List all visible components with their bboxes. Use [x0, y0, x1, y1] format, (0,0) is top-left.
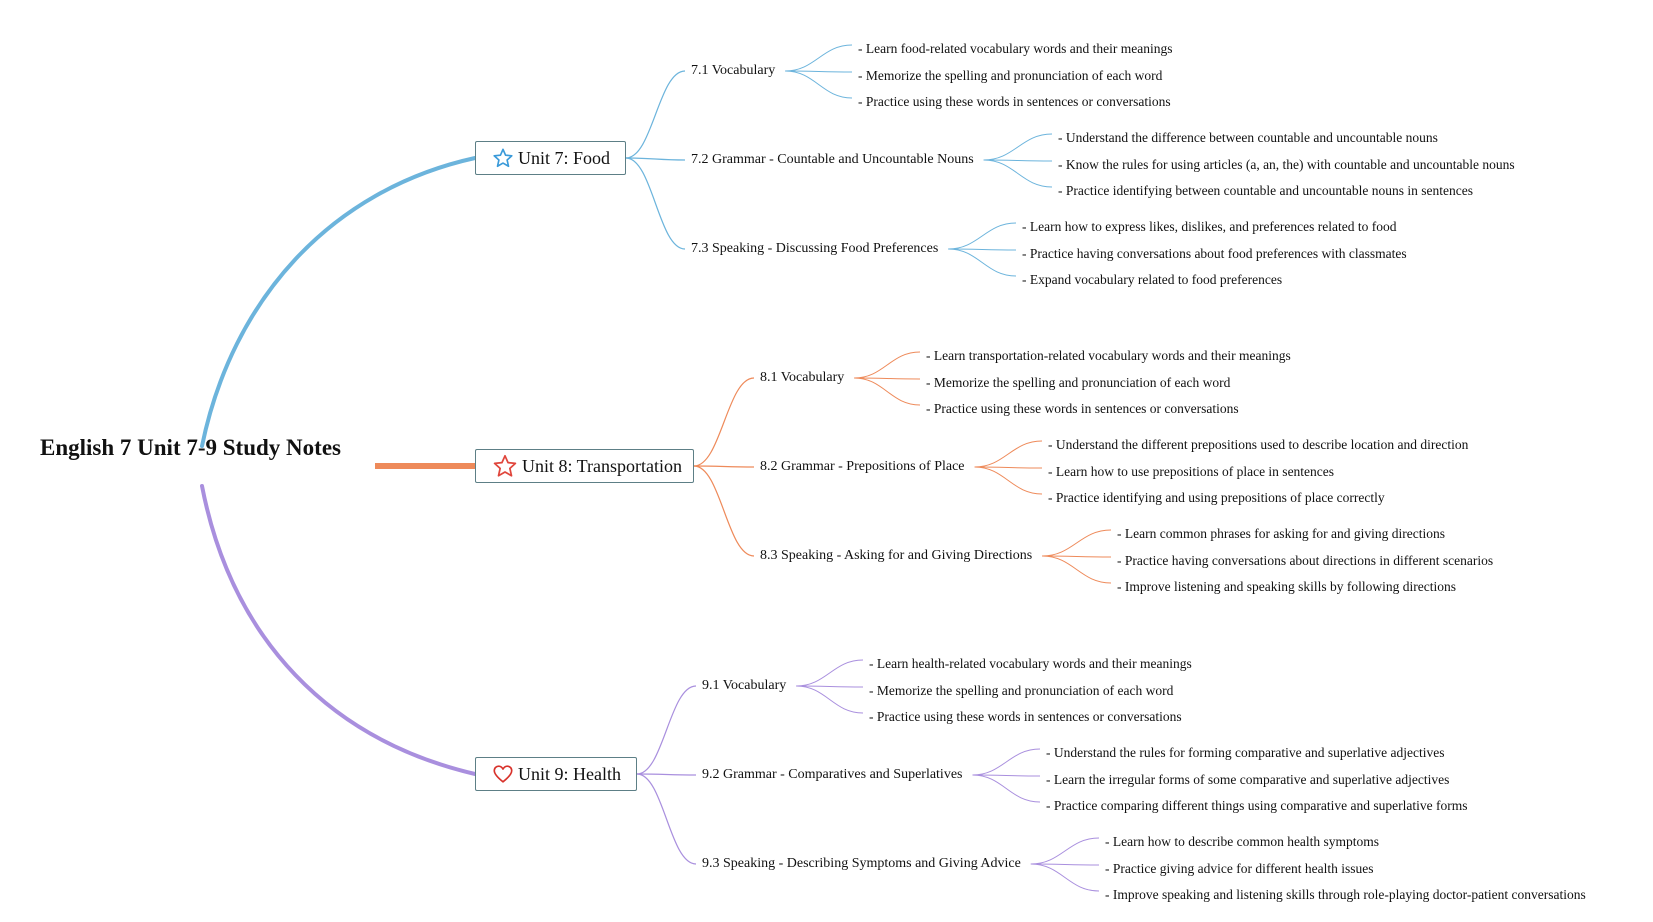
branch-topic7-2-point3	[983, 159, 1053, 188]
branch-topic8-3-point3	[1042, 555, 1112, 584]
branch-topic8-3-point2	[1042, 555, 1112, 558]
unit-8-node[interactable]: Unit 8: Transportation	[475, 449, 694, 483]
point-7-2-2: - Know the rules for using articles (a, …	[1058, 157, 1515, 172]
branch-unit7-topic1	[625, 70, 686, 159]
branch-lines	[625, 44, 1112, 892]
branch-topic8-2-point3	[974, 466, 1043, 495]
branch-topic7-2-point1	[983, 133, 1053, 161]
point-8-1-1: - Learn transportation-related vocabular…	[926, 348, 1291, 363]
unit-9-label: Unit 9: Health	[518, 763, 621, 784]
branch-topic9-2-point2	[972, 774, 1041, 777]
branch-topic7-3-point1	[948, 222, 1017, 250]
point-9-2-2: - Learn the irregular forms of some comp…	[1046, 772, 1450, 787]
point-9-3-3: - Improve speaking and listening skills …	[1105, 887, 1586, 902]
branch-topic7-1-point1	[785, 44, 853, 72]
branch-unit7-topic2	[625, 157, 686, 161]
branch-topic7-3-point3	[948, 248, 1017, 277]
topic-8-3[interactable]: 8.3 Speaking - Asking for and Giving Dir…	[760, 548, 1033, 563]
topic-9-1[interactable]: 9.1 Vocabulary	[702, 678, 787, 693]
branch-unit9-topic2	[636, 773, 697, 776]
unit-9-node[interactable]: Unit 9: Health	[475, 757, 637, 791]
branch-topic7-1-point3	[785, 70, 853, 99]
branch-topic7-1-point2	[785, 70, 853, 73]
point-7-2-1: - Understand the difference between coun…	[1058, 130, 1438, 145]
point-9-2-1: - Understand the rules for forming compa…	[1046, 745, 1445, 760]
point-7-2-3: - Practice identifying between countable…	[1058, 183, 1473, 198]
topic-7-1[interactable]: 7.1 Vocabulary	[691, 63, 776, 78]
root-connector-unit9	[200, 484, 477, 776]
point-9-1-2: - Memorize the spelling and pronunciatio…	[869, 683, 1174, 698]
unit-7-label: Unit 7: Food	[518, 147, 611, 168]
unit-7-node[interactable]: Unit 7: Food	[475, 141, 626, 175]
point-7-3-1: - Learn how to express likes, dislikes, …	[1022, 219, 1397, 234]
branch-topic8-3-point1	[1042, 529, 1112, 557]
branch-topic7-2-point2	[983, 159, 1053, 162]
topic-7-2[interactable]: 7.2 Grammar - Countable and Uncountable …	[691, 152, 974, 167]
mindmap-root-title: English 7 Unit 7-9 Study Notes	[40, 435, 341, 460]
branch-topic8-1-point1	[854, 351, 921, 379]
point-8-3-1: - Learn common phrases for asking for an…	[1117, 526, 1446, 541]
point-9-1-3: - Practice using these words in sentence…	[869, 709, 1182, 724]
point-8-2-1: - Understand the different prepositions …	[1048, 437, 1469, 452]
point-9-3-2: - Practice giving advice for different h…	[1105, 861, 1374, 876]
topic-8-1[interactable]: 8.1 Vocabulary	[760, 370, 845, 385]
point-8-1-3: - Practice using these words in sentence…	[926, 401, 1239, 416]
branch-topic9-3-point1	[1030, 837, 1100, 865]
topic-9-3[interactable]: 9.3 Speaking - Describing Symptoms and G…	[702, 856, 1021, 871]
branch-topic9-3-point2	[1030, 863, 1100, 866]
branch-unit8-topic2	[693, 465, 755, 468]
branch-topic8-2-point1	[974, 440, 1043, 468]
point-8-3-2: - Practice having conversations about di…	[1117, 553, 1494, 568]
branch-unit8-topic1	[693, 377, 755, 467]
point-9-3-1: - Learn how to describe common health sy…	[1105, 834, 1380, 849]
branch-topic9-2-point3	[972, 774, 1041, 803]
point-8-3-3: - Improve listening and speaking skills …	[1117, 579, 1456, 594]
branch-topic9-1-point2	[796, 685, 864, 688]
point-8-1-2: - Memorize the spelling and pronunciatio…	[926, 375, 1231, 390]
branch-topic8-2-point2	[974, 466, 1043, 469]
heart-outline-icon	[493, 765, 513, 783]
point-9-2-3: - Practice comparing different things us…	[1046, 798, 1468, 813]
star-outline-icon	[493, 454, 517, 477]
branch-unit8-topic3	[693, 465, 755, 557]
topic-7-3[interactable]: 7.3 Speaking - Discussing Food Preferenc…	[691, 241, 939, 256]
point-7-3-3: - Expand vocabulary related to food pref…	[1022, 272, 1283, 287]
branch-topic8-1-point2	[854, 377, 921, 380]
branch-topic8-1-point3	[854, 377, 921, 406]
point-7-1-2: - Memorize the spelling and pronunciatio…	[858, 68, 1163, 83]
branch-unit9-topic1	[636, 685, 697, 775]
branch-unit9-topic3	[636, 773, 697, 865]
point-7-1-3: - Practice using these words in sentence…	[858, 94, 1171, 109]
branch-topic9-2-point1	[972, 748, 1041, 776]
branch-topic9-1-point3	[796, 685, 864, 714]
root-connector-unit7	[200, 156, 477, 448]
point-8-2-2: - Learn how to use prepositions of place…	[1048, 464, 1335, 479]
point-7-3-2: - Practice having conversations about fo…	[1022, 246, 1407, 261]
topic-8-2[interactable]: 8.2 Grammar - Prepositions of Place	[760, 459, 965, 474]
point-9-1-1: - Learn health-related vocabulary words …	[869, 656, 1192, 671]
branch-topic9-3-point3	[1030, 863, 1100, 892]
point-7-1-1: - Learn food-related vocabulary words an…	[858, 41, 1173, 56]
branch-topic7-3-point2	[948, 248, 1017, 251]
unit-8-label: Unit 8: Transportation	[522, 455, 683, 476]
topic-9-2[interactable]: 9.2 Grammar - Comparatives and Superlati…	[702, 767, 963, 782]
branch-unit7-topic3	[625, 157, 686, 250]
point-8-2-3: - Practice identifying and using preposi…	[1048, 490, 1385, 505]
star-outline-icon	[493, 148, 513, 168]
branch-topic9-1-point1	[796, 659, 864, 687]
